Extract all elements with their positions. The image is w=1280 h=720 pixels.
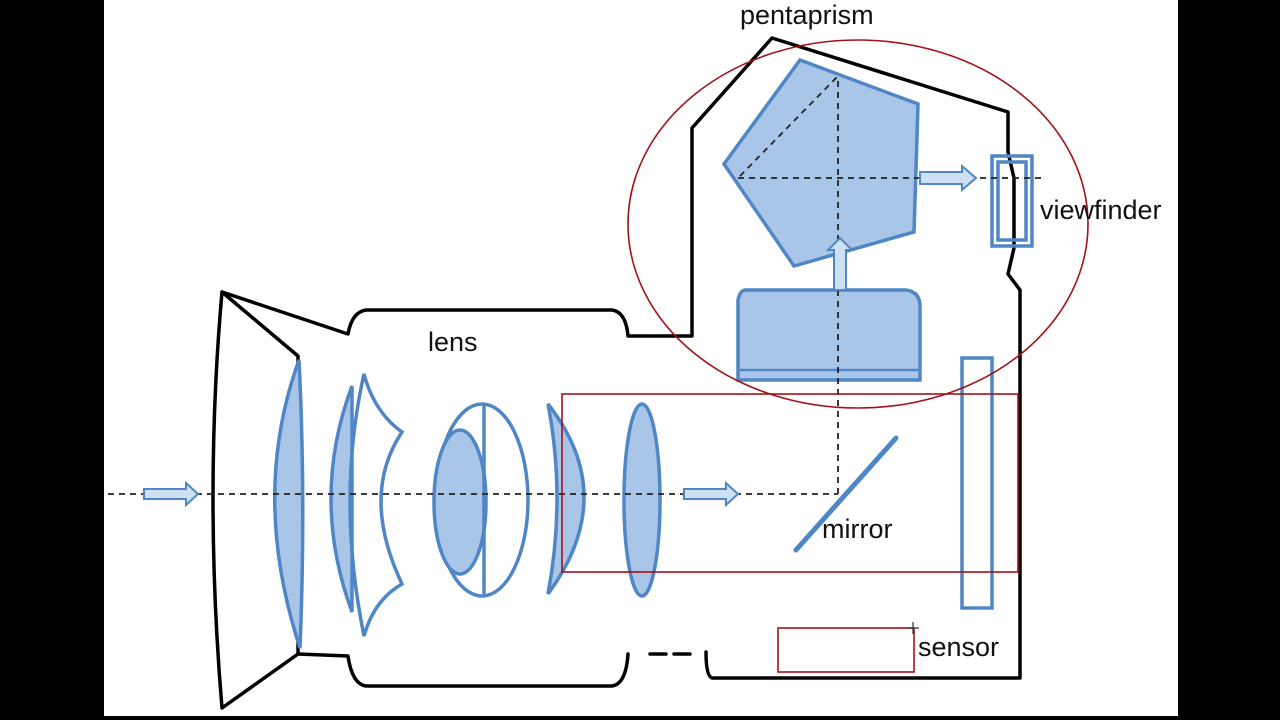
label-pentaprism: pentaprism [740, 0, 874, 30]
label-viewfinder: viewfinder [1040, 195, 1162, 225]
lens-front-outline [211, 290, 300, 710]
label-mirror: mirror [822, 514, 892, 544]
viewfinder-outer [990, 154, 1034, 248]
lens-elements [273, 359, 662, 649]
sensor-highlight-rect [777, 627, 915, 673]
camera-body-outline [211, 36, 1022, 710]
focusing-screen-shape [736, 288, 922, 382]
focusing-screen [736, 288, 922, 382]
pentaprism-shape [721, 57, 920, 269]
arrow-incoming-icon [143, 480, 200, 508]
lens-element-2-cup [348, 373, 405, 637]
arrow-through-lens-icon [683, 480, 740, 508]
pentaprism-highlight-ellipse [627, 39, 1089, 409]
viewfinder-inner [996, 160, 1028, 242]
mirror-shape [793, 435, 899, 553]
label-sensor: sensor [918, 632, 999, 662]
diagram-labels: pentaprism viewfinder lens mirror sensor [428, 0, 1162, 662]
sensor-plate [960, 356, 994, 610]
lens-bottom-outline [296, 652, 630, 688]
lens-element-2 [329, 385, 354, 613]
cursor-crosshair-icon [907, 622, 919, 634]
mirror-path-highlight-rect [561, 393, 1019, 573]
annotation-marks [561, 39, 1089, 673]
lens-element-1 [273, 359, 305, 649]
light-arrows [143, 163, 978, 508]
arrow-to-viewfinder-icon [919, 163, 978, 193]
lens-element-4 [546, 402, 586, 596]
lens-element-3-inner [432, 428, 488, 576]
lens-element-5 [622, 402, 662, 598]
label-lens: lens [428, 327, 478, 357]
lens-barrel-outline [220, 36, 1022, 680]
prism-ray-diagonal [739, 75, 839, 177]
arrow-up-icon [825, 236, 855, 291]
viewfinder-eyepiece [990, 154, 1034, 248]
